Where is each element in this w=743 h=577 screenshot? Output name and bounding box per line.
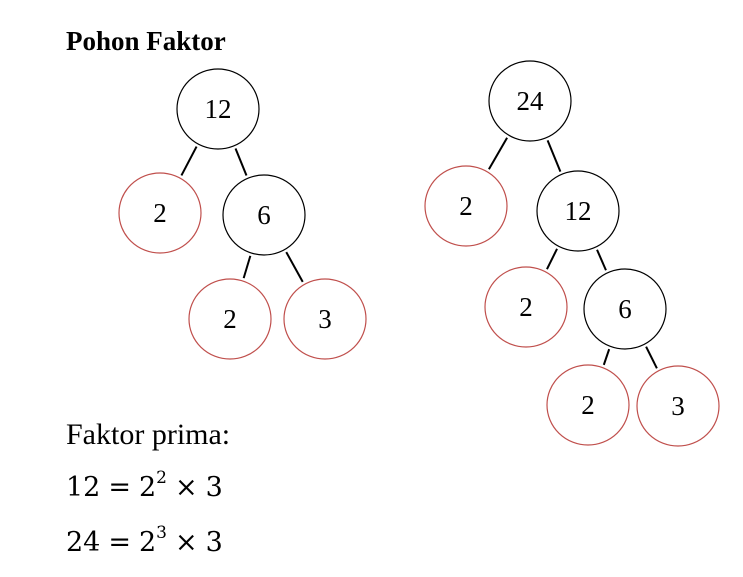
node-circle — [488, 60, 572, 142]
tree-edge — [285, 251, 304, 283]
node-circle — [283, 278, 367, 360]
tree-edge — [645, 346, 658, 369]
equation-lhs: 12 — [66, 472, 101, 503]
composite-node: 24 — [488, 60, 572, 142]
equals-sign: = — [108, 472, 131, 503]
prime-node: 2 — [546, 364, 630, 446]
node-circle — [176, 68, 260, 150]
prime-node: 3 — [636, 365, 720, 447]
tree-edge — [596, 249, 607, 271]
tree-edge — [488, 137, 508, 170]
factor-tree-24: 24 2 12 2 6 2 3 — [424, 60, 720, 447]
equation-base: 2 — [138, 527, 157, 558]
factor-tree-12: 12 2 6 2 3 — [118, 68, 367, 360]
equation-factor: 3 — [205, 472, 223, 503]
node-circle — [188, 278, 272, 360]
tree-edge — [602, 348, 611, 366]
tree-edge — [242, 255, 252, 279]
node-circle — [583, 268, 667, 350]
tree-edge — [180, 146, 198, 176]
times-sign: × — [175, 472, 198, 503]
tree-edge — [234, 148, 248, 176]
node-label: 12 — [205, 94, 232, 124]
node-label: 6 — [618, 294, 632, 324]
node-circle — [118, 172, 202, 254]
composite-node: 6 — [222, 174, 306, 256]
node-label: 3 — [318, 304, 332, 334]
composite-node: 12 — [536, 170, 620, 252]
node-circle — [424, 165, 508, 247]
prime-node: 2 — [424, 165, 508, 247]
node-circle — [484, 266, 568, 348]
equation-exponent: 3 — [156, 523, 167, 543]
prime-node: 2 — [188, 278, 272, 360]
composite-node: 6 — [583, 268, 667, 350]
node-label: 12 — [565, 196, 592, 226]
equation-factor: 3 — [205, 527, 223, 558]
node-label: 3 — [671, 391, 685, 421]
node-label: 24 — [517, 86, 545, 116]
times-sign: × — [175, 527, 198, 558]
node-circle — [546, 364, 630, 446]
node-label: 2 — [519, 292, 533, 322]
equation-24: 24=23×3 — [66, 525, 223, 561]
prime-node: 3 — [283, 278, 367, 360]
node-label: 2 — [459, 191, 473, 221]
equation-12: 12=22×3 — [66, 470, 223, 506]
node-circle — [536, 170, 620, 252]
prime-factors-heading: Faktor prima: — [66, 418, 231, 451]
equation-base: 2 — [138, 472, 157, 503]
equation-lhs: 24 — [66, 527, 101, 558]
equals-sign: = — [108, 527, 131, 558]
node-label: 2 — [153, 198, 167, 228]
composite-node: 12 — [176, 68, 260, 150]
node-circle — [636, 365, 720, 447]
prime-node: 2 — [118, 172, 202, 254]
node-label: 6 — [257, 200, 271, 230]
prime-node: 2 — [484, 266, 568, 348]
node-circle — [222, 174, 306, 256]
tree-edge — [546, 248, 558, 270]
node-label: 2 — [223, 304, 237, 334]
page-title: Pohon Faktor — [66, 26, 226, 56]
tree-edge — [546, 140, 562, 172]
equation-exponent: 2 — [156, 468, 167, 488]
node-label: 2 — [581, 390, 595, 420]
